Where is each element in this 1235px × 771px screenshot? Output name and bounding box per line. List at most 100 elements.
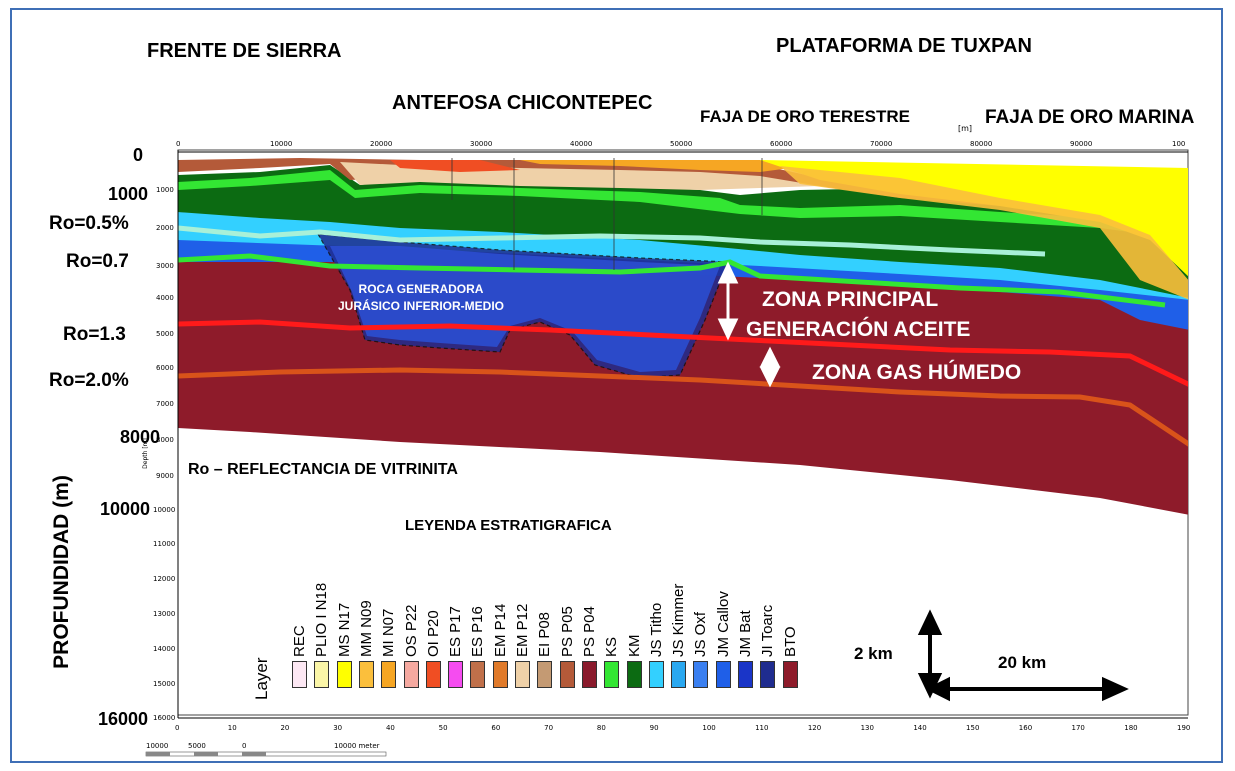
ro-13-line: [178, 319, 1188, 387]
depth-tick: 13000: [153, 610, 176, 618]
legend-swatch: [604, 661, 620, 688]
legend-code: EM P12: [514, 603, 531, 657]
legend-code: REC: [291, 625, 308, 657]
legend-title: LEYENDA ESTRATIGRAFICA: [405, 517, 612, 534]
legend-swatch: [626, 661, 642, 688]
scale-bar-label: 0: [242, 742, 247, 750]
plataforma-de-tuxpan-title: PLATAFORMA DE TUXPAN: [776, 35, 1032, 57]
legend-code: OI P20: [424, 610, 442, 657]
legend-code: MM N09: [357, 600, 375, 657]
legend-code: JS Kimmer: [670, 583, 688, 657]
antefosa-chicontepec-title: ANTEFOSA CHICONTEPEC: [392, 92, 653, 114]
bottom-tick: 170: [1071, 724, 1085, 732]
legend-swatch: [381, 661, 397, 688]
bottom-tick: 80: [596, 724, 606, 732]
top-tick: 20000: [370, 140, 393, 148]
roca-generadora-label-1: ROCA GENERADORA: [358, 282, 484, 296]
zona-principal-label-2: GENERACIÓN ACEITE: [746, 318, 971, 341]
legend-code: ES P16: [469, 606, 487, 657]
depth-axis-title: PROFUNDIDAD (m): [49, 475, 73, 669]
legend-code: PLIO I N18: [313, 582, 331, 657]
legend-swatch: [537, 661, 553, 688]
depth-tick: 7000: [156, 400, 174, 408]
depth-tick: 12000: [153, 575, 176, 583]
bottom-tick: 110: [755, 724, 769, 732]
legend-row-label: Layer: [252, 657, 271, 700]
legend-code: PS P04: [580, 606, 598, 657]
top-tick: 60000: [770, 140, 793, 148]
depth-label-8000: 8000: [120, 427, 161, 447]
ro-07-label: Ro=0.7: [66, 251, 129, 272]
bottom-tick: 0: [175, 724, 180, 732]
depth-tick: 9000: [156, 472, 174, 480]
legend-code: MI N07: [380, 608, 398, 657]
top-tick: 10000: [270, 140, 293, 148]
depth-label-1000: 1000: [108, 184, 149, 204]
bottom-tick: 90: [649, 724, 659, 732]
ro-note: Ro – REFLECTANCIA DE VITRINITA: [188, 461, 458, 478]
legend-code: KS: [603, 636, 621, 657]
legend-swatch: [292, 661, 307, 688]
zona-gas-label: ZONA GAS HÚMEDO: [812, 361, 1022, 384]
scale-horizontal-label: 20 km: [998, 653, 1047, 672]
tertiary-red-layer: [390, 160, 520, 172]
ro-05-label: Ro=0.5%: [49, 213, 129, 234]
legend-swatch: [559, 661, 575, 688]
legend-code: JI Toarc: [759, 604, 777, 657]
legend-code: JS Titho: [647, 602, 665, 657]
legend-swatch: [693, 661, 709, 688]
tertiary-orange-layer: [520, 160, 790, 172]
depth-tick: 5000: [156, 330, 174, 338]
legend-swatch: [671, 661, 687, 688]
zona-principal-label-1: ZONA PRINCIPAL: [762, 288, 939, 311]
legend-swatch: [648, 661, 664, 688]
legend-swatch: [715, 661, 731, 688]
ro-20-line: [178, 367, 1188, 447]
meter-scale-bar: [145, 751, 387, 757]
scale-arrows: [917, 609, 1129, 702]
scale-bar-label: 10000: [146, 742, 169, 750]
ro-13-label: Ro=1.3: [63, 324, 126, 345]
legend-swatch: [425, 661, 441, 688]
depth-tick: 6000: [156, 364, 174, 372]
depth-tick: 10000: [153, 506, 176, 514]
legend-code: EM P14: [491, 603, 509, 657]
legend-swatch: [581, 661, 597, 688]
depth-tick: 3000: [156, 262, 174, 270]
top-tick: 100: [1172, 140, 1186, 148]
miocene-orange-wedge: [780, 166, 1188, 300]
depth-tick: 2000: [156, 224, 174, 232]
faja-oro-terrestre-title: FAJA DE ORO TERESTRE: [700, 107, 911, 123]
ro-05-line: [178, 225, 1046, 257]
legend-swatch: [470, 661, 486, 688]
legend-code: JM Callov: [714, 591, 732, 657]
legend-code: JS Oxf: [692, 611, 710, 657]
bottom-tick: 10: [227, 724, 237, 732]
ro-07-line: [178, 253, 1166, 308]
bottom-tick: 70: [544, 724, 554, 732]
depth-label-16000: 16000: [98, 709, 149, 729]
scale-bar-label: 10000 meter: [334, 742, 380, 750]
bottom-tick: 160: [1018, 724, 1033, 732]
legend-swatch: [782, 661, 798, 688]
legend-code: KM: [625, 634, 643, 658]
frente-de-sierra-title: FRENTE DE SIERRA: [147, 40, 342, 62]
depth-tick: 4000: [156, 294, 174, 302]
legend-swatch: [403, 661, 419, 688]
bottom-tick: 180: [1124, 724, 1138, 732]
legend-swatch: [314, 661, 330, 688]
depth-tick: 16000: [153, 714, 176, 722]
legend-swatch: [492, 661, 508, 688]
top-tick: 50000: [670, 140, 693, 148]
top-tick: 80000: [970, 140, 993, 148]
bottom-tick: 100: [702, 724, 716, 732]
depth-tick: 11000: [153, 540, 176, 548]
legend-swatch: [760, 661, 776, 688]
legend-code: OS P22: [402, 604, 420, 657]
top-axis-unit: [m]: [958, 124, 973, 133]
bottom-tick: 140: [913, 724, 927, 732]
roca-generadora-label-2: JURÁSICO INFERIOR-MEDIO: [337, 299, 504, 313]
legend-swatch: [336, 661, 352, 688]
legend-swatch: [448, 661, 464, 688]
scale-vertical-label: 2 km: [854, 644, 893, 663]
